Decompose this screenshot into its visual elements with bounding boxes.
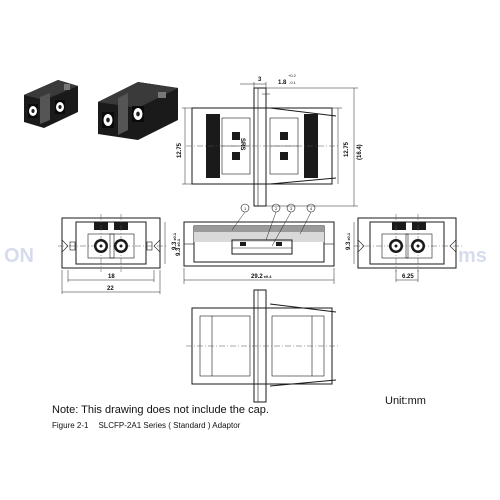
dim-tolerance-minus: -0.1 — [289, 80, 297, 85]
bottom-view — [186, 289, 340, 403]
side-view — [183, 221, 335, 267]
figure-title: SLCFP-2A1 Series ( Standard ) Adaptor — [98, 421, 241, 430]
dim-end-height: 9.3±0.1 — [346, 232, 352, 250]
callout-2: 2 — [275, 206, 278, 211]
watermark-right: ms — [458, 245, 487, 267]
callout-1: 1 — [244, 206, 247, 211]
end-view-dims — [353, 222, 419, 282]
dim-flange-thickness: 1.8 — [278, 80, 287, 86]
front-view-dims — [61, 222, 166, 294]
drawing-note: Note: This drawing does not include the … — [52, 404, 269, 416]
side-view-dims — [183, 268, 335, 284]
dim-height-left: 12.75 — [177, 142, 183, 158]
top-view-logo: SRS — [239, 138, 245, 150]
top-view — [186, 87, 340, 207]
dim-flange-offset: 3 — [258, 77, 262, 83]
product-photo-right — [98, 82, 178, 140]
figure-number: Figure 2-1 — [52, 421, 89, 430]
dim-side-height: 9.3±0.1 — [176, 238, 182, 256]
dim-front-outer-width: 22 — [107, 286, 114, 292]
dim-front-height: 9.3±0.1 — [172, 232, 178, 250]
dim-tolerance-plus: +0.2 — [288, 73, 297, 78]
front-view — [58, 214, 166, 272]
end-view — [354, 214, 462, 272]
callout-4: 4 — [310, 206, 313, 211]
product-photo-left — [24, 80, 78, 128]
top-view-dims — [182, 82, 358, 207]
dim-side-length: 29.2±0.4 — [251, 274, 272, 280]
dim-height-right: 12.75 — [344, 141, 350, 157]
dim-end-pitch: 6.25 — [402, 274, 414, 280]
unit-label: Unit:mm — [385, 395, 426, 407]
side-view-callouts — [231, 203, 316, 247]
callout-3: 3 — [290, 206, 293, 211]
dim-front-inner-width: 18 — [108, 274, 115, 280]
watermark-left: ON — [4, 245, 34, 267]
figure-caption: Figure 2-1 SLCFP-2A1 Series ( Standard ) … — [52, 421, 250, 430]
dim-height-total: (16.4) — [357, 144, 363, 160]
